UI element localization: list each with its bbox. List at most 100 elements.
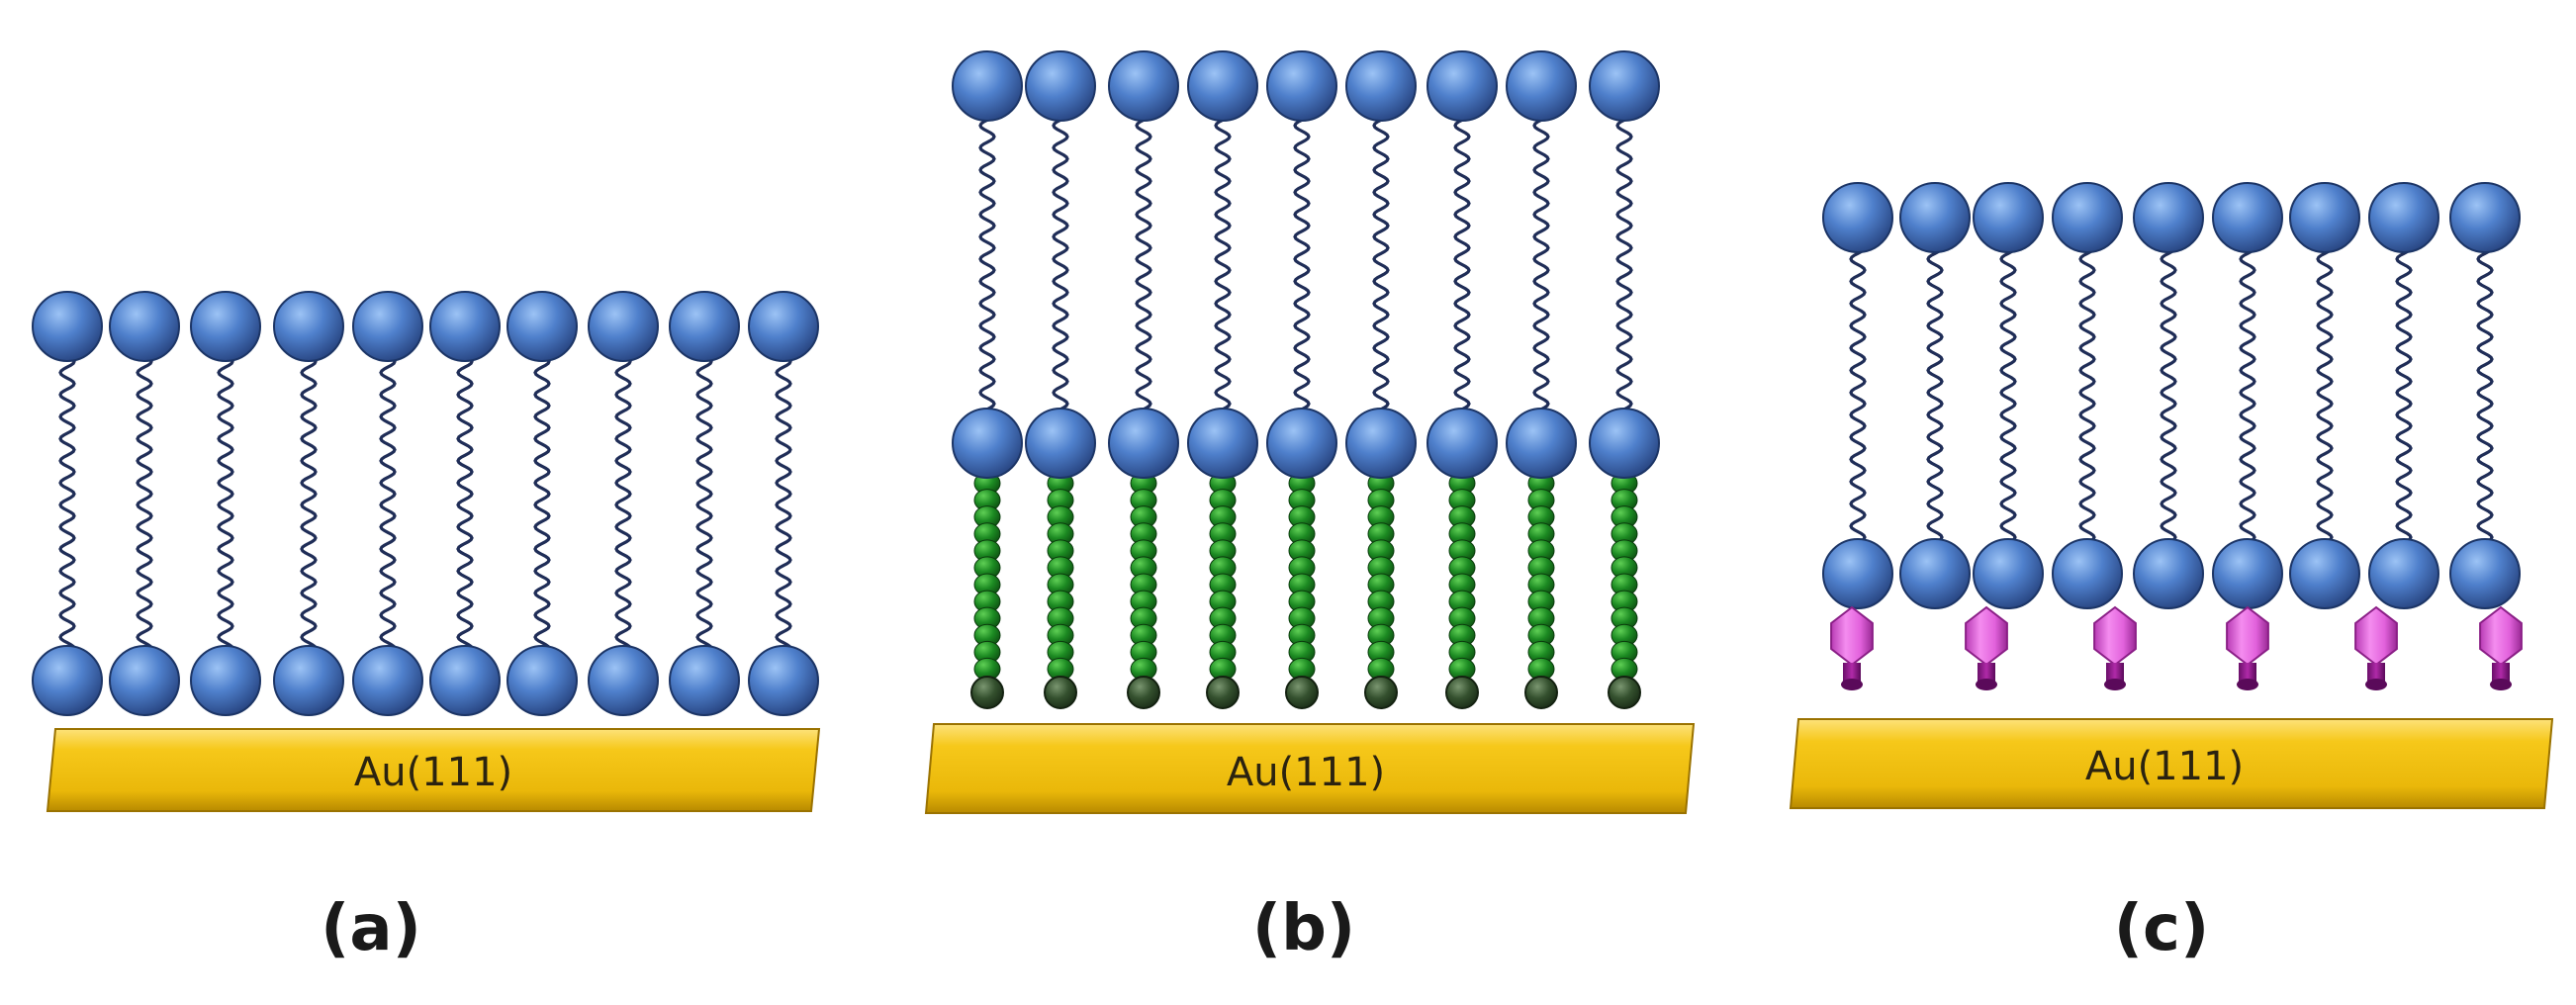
head-group-ball	[1108, 408, 1179, 479]
molecules-a	[32, 291, 819, 716]
molecule	[1187, 50, 1258, 709]
molecule	[1426, 50, 1498, 709]
head-group-ball	[32, 645, 103, 716]
head-group-ball	[1506, 408, 1577, 479]
molecule	[1025, 50, 1096, 709]
molecule	[109, 291, 180, 716]
panel-a: Au(111) (a)	[32, 291, 821, 965]
head-group-ball	[669, 291, 740, 362]
pink-anchor-group	[1830, 605, 1874, 667]
head-group-ball	[1589, 408, 1660, 479]
substrate-a: Au(111)	[46, 728, 821, 812]
alkyl-chain-spring	[217, 354, 234, 667]
molecule	[352, 291, 423, 716]
alkyl-chain-spring	[1214, 107, 1232, 422]
head-group-ball	[2212, 538, 2283, 609]
alkyl-chain-spring	[2395, 240, 2413, 556]
head-group-ball	[429, 645, 501, 716]
alkyl-chain-spring	[2160, 240, 2177, 556]
pink-anchor-foot	[1976, 679, 1997, 690]
molecule	[1266, 50, 1337, 709]
head-group-ball	[1589, 50, 1660, 122]
alkyl-chain-spring	[1999, 240, 2017, 556]
pink-anchor-group	[1965, 605, 2008, 667]
molecules-b	[952, 50, 1660, 709]
alkyl-chain-spring	[978, 107, 996, 422]
alkyl-chain-spring	[379, 354, 397, 667]
head-group-ball	[1426, 50, 1498, 122]
anchor-atom	[1608, 676, 1641, 709]
head-group-ball	[588, 291, 659, 362]
alkyl-chain-spring	[1615, 107, 1633, 422]
molecule	[1822, 182, 1893, 609]
pink-anchor-foot	[2237, 679, 2258, 690]
head-group-ball	[1822, 538, 1893, 609]
molecule	[1108, 50, 1179, 709]
substrate-label: Au(111)	[2085, 744, 2244, 789]
molecule	[2368, 182, 2439, 609]
head-group-ball	[1822, 182, 1893, 253]
pink-anchor-stem	[2239, 663, 2256, 683]
anchor-atom	[1285, 676, 1319, 709]
alkyl-chain-spring	[1293, 107, 1311, 422]
pink-anchor-group	[2093, 605, 2137, 667]
anchor-atom	[1445, 676, 1479, 709]
pink-anchor-stem	[2106, 663, 2124, 683]
head-group-ball	[506, 291, 578, 362]
panel-label-c: (c)	[2114, 892, 2209, 965]
pink-anchor-foot	[2490, 679, 2512, 690]
head-group-ball	[1973, 538, 2044, 609]
anchor-atom	[1206, 676, 1240, 709]
head-group-ball	[2368, 538, 2439, 609]
molecule	[669, 291, 740, 716]
molecule	[2052, 182, 2123, 609]
anchor-atom	[1127, 676, 1160, 709]
head-group-ball	[748, 291, 819, 362]
alkyl-chain-spring	[456, 354, 474, 667]
substrate-c: Au(111)	[1789, 718, 2554, 809]
molecules-c	[1822, 182, 2523, 690]
molecule	[1973, 182, 2044, 609]
molecule	[2289, 182, 2360, 609]
substrate-b: Au(111)	[924, 723, 1696, 814]
head-group-ball	[2289, 538, 2360, 609]
panel-c: Au(111) (c)	[1789, 182, 2554, 965]
head-group-ball	[109, 645, 180, 716]
head-group-ball	[32, 291, 103, 362]
alkyl-chain-spring	[1532, 107, 1550, 422]
pink-anchor-group	[2354, 605, 2398, 667]
alkyl-chain-spring	[1849, 240, 1867, 556]
molecule	[748, 291, 819, 716]
head-group-ball	[1266, 50, 1337, 122]
head-group-ball	[1108, 50, 1179, 122]
gold-substrate-bar	[1789, 718, 2554, 809]
alkyl-chain-spring	[1052, 107, 1069, 422]
head-group-ball	[1426, 408, 1498, 479]
head-group-ball	[1187, 50, 1258, 122]
molecule	[1899, 182, 1971, 609]
molecule	[2449, 182, 2521, 609]
alkyl-chain-spring	[58, 354, 76, 667]
anchor-atom	[1364, 676, 1398, 709]
head-group-ball	[352, 291, 423, 362]
head-group-ball	[1899, 182, 1971, 253]
head-group-ball	[429, 291, 501, 362]
head-group-ball	[588, 645, 659, 716]
anchor-atom	[970, 676, 1004, 709]
pink-anchor-group	[2479, 605, 2523, 667]
molecule	[1589, 50, 1660, 709]
pink-anchor-foot	[1841, 679, 1863, 690]
head-group-ball	[109, 291, 180, 362]
anchor-atom	[1044, 676, 1077, 709]
pink-anchor-foot	[2365, 679, 2387, 690]
molecule	[1506, 50, 1577, 709]
head-group-ball	[2133, 538, 2204, 609]
substrate-label: Au(111)	[354, 750, 512, 795]
alkyl-chain-spring	[2078, 240, 2096, 556]
gold-substrate-bar	[924, 723, 1696, 814]
molecule	[2133, 182, 2204, 609]
alkyl-chain-spring	[1453, 107, 1471, 422]
head-group-ball	[190, 645, 261, 716]
pink-anchor-stem	[2492, 663, 2510, 683]
